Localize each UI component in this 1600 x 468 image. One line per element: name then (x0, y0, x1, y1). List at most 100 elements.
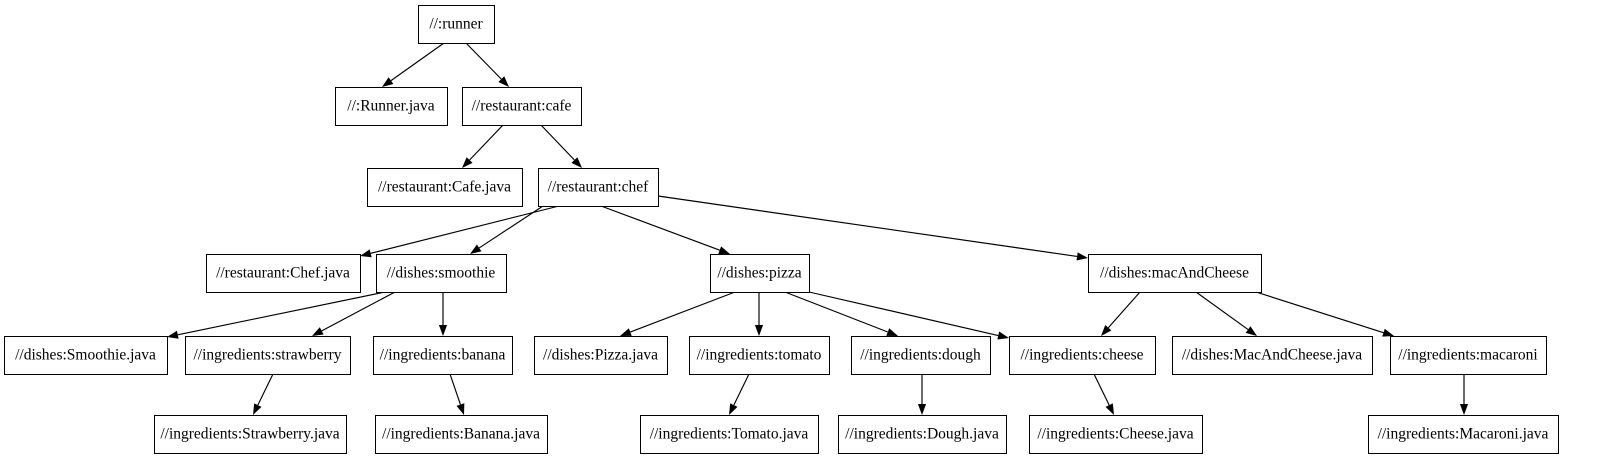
graph-edge (1101, 291, 1141, 336)
graph-edge (1255, 291, 1394, 337)
node-box[interactable] (185, 336, 351, 375)
graph-node-ing_strawberry_java[interactable]: //ingredients:Strawberry.java (154, 415, 347, 454)
node-label: //dishes:smoothie (387, 265, 496, 282)
node-box[interactable] (640, 415, 819, 454)
graph-edge (449, 373, 465, 415)
node-label: //dishes:Pizza.java (543, 347, 658, 364)
node-label: //dishes:macAndCheese (1100, 265, 1249, 282)
node-label: //ingredients:Tomato.java (650, 426, 809, 443)
node-box[interactable] (462, 87, 582, 126)
node-label: //ingredients:Macaroni.java (1378, 426, 1549, 443)
graph-node-ing_tomato_java[interactable]: //ingredients:Tomato.java (640, 415, 819, 454)
node-box[interactable] (1009, 336, 1156, 375)
node-label: //ingredients:strawberry (193, 347, 341, 364)
graph-edge (382, 42, 445, 87)
node-box[interactable] (710, 254, 810, 293)
arrow-head-icon (1076, 252, 1088, 261)
graph-node-restaurant_cafe_java[interactable]: //restaurant:Cafe.java (367, 168, 523, 207)
graph-node-ing_tomato[interactable]: //ingredients:tomato (689, 336, 830, 375)
node-label: //dishes:MacAndCheese.java (1182, 347, 1362, 364)
arrow-head-icon (312, 327, 324, 336)
node-label: //ingredients:cheese (1020, 347, 1143, 364)
graph-node-runner_java[interactable]: //:Runner.java (335, 87, 448, 126)
graph-edge (729, 373, 750, 415)
graph-node-dishes_macandcheese[interactable]: //dishes:macAndCheese (1088, 254, 1262, 293)
node-box[interactable] (1390, 336, 1547, 375)
graph-node-dishes_pizza[interactable]: //dishes:pizza (710, 254, 810, 293)
graph-node-ing_macaroni_java[interactable]: //ingredients:Macaroni.java (1368, 415, 1559, 454)
arrow-head-icon (456, 403, 465, 415)
graph-edge (1093, 373, 1114, 415)
arrow-head-icon (1459, 404, 1469, 415)
graph-edge (540, 124, 582, 168)
arrow-head-icon (1101, 325, 1112, 336)
graph-node-restaurant_chef[interactable]: //restaurant:chef (538, 168, 659, 207)
arrow-head-icon (1382, 328, 1394, 337)
node-box[interactable] (1088, 254, 1262, 293)
node-box[interactable] (206, 254, 361, 293)
node-label: //restaurant:cafe (472, 98, 572, 115)
node-box[interactable] (838, 415, 1007, 454)
graph-node-ing_banana_java[interactable]: //ingredients:Banana.java (375, 415, 548, 454)
node-label: //:Runner.java (347, 98, 435, 115)
node-box[interactable] (154, 415, 347, 454)
graph-edge (1195, 291, 1257, 336)
node-box[interactable] (538, 168, 659, 207)
arrow-head-icon (729, 403, 738, 415)
arrow-head-icon (718, 246, 730, 255)
arrow-head-icon (571, 157, 582, 168)
node-box[interactable] (335, 87, 448, 126)
arrow-head-icon (167, 330, 179, 339)
arrow-head-icon (886, 328, 898, 336)
graph-edge (465, 42, 509, 87)
node-box[interactable] (1029, 415, 1203, 454)
node-label: //dishes:Smoothie.java (15, 347, 156, 364)
graph-node-ing_macaroni[interactable]: //ingredients:macaroni (1390, 336, 1547, 375)
node-label: //dishes:pizza (717, 265, 801, 282)
graph-node-dishes_smoothie[interactable]: //dishes:smoothie (376, 254, 507, 293)
arrow-head-icon (470, 244, 482, 254)
node-label: //restaurant:Chef.java (216, 265, 350, 282)
node-box[interactable] (1172, 336, 1373, 375)
arrow-head-icon (253, 403, 262, 415)
graph-edge (657, 195, 1088, 261)
graph-node-ing_dough_java[interactable]: //ingredients:Dough.java (838, 415, 1007, 454)
node-box[interactable] (1368, 415, 1559, 454)
node-box[interactable] (373, 336, 513, 375)
graph-edge (360, 205, 560, 258)
node-box[interactable] (367, 168, 523, 207)
node-label: //ingredients:banana (380, 347, 506, 364)
graph-node-runner[interactable]: //:runner (418, 5, 495, 44)
graph-node-ing_dough[interactable]: //ingredients:dough (851, 336, 991, 375)
node-box[interactable] (375, 415, 548, 454)
arrow-head-icon (1245, 326, 1257, 336)
graph-node-dishes_pizza_java[interactable]: //dishes:Pizza.java (534, 336, 668, 375)
node-box[interactable] (418, 5, 495, 44)
graph-node-restaurant_cafe[interactable]: //restaurant:cafe (462, 87, 582, 126)
node-label: //ingredients:tomato (697, 347, 822, 364)
graph-node-ing_strawberry[interactable]: //ingredients:strawberry (185, 336, 351, 375)
node-box[interactable] (4, 336, 168, 375)
node-label: //ingredients:macaroni (1398, 347, 1538, 364)
node-box[interactable] (851, 336, 991, 375)
graph-edge (917, 374, 927, 415)
graph-node-dishes_smoothie_java[interactable]: //dishes:Smoothie.java (4, 336, 168, 375)
graph-node-restaurant_chef_java[interactable]: //restaurant:Chef.java (206, 254, 361, 293)
arrow-head-icon (997, 331, 1009, 340)
node-box[interactable] (689, 336, 830, 375)
node-box[interactable] (376, 254, 507, 293)
graph-node-ing_cheese_java[interactable]: //ingredients:Cheese.java (1029, 415, 1203, 454)
arrow-head-icon (917, 404, 927, 415)
graph-node-ing_cheese[interactable]: //ingredients:cheese (1009, 336, 1156, 375)
node-box[interactable] (534, 336, 668, 375)
graph-node-ing_banana[interactable]: //ingredients:banana (373, 336, 513, 375)
graph-node-dishes_macandcheese_java[interactable]: //dishes:MacAndCheese.java (1172, 336, 1373, 375)
graph-edge (438, 292, 448, 336)
arrow-head-icon (1105, 403, 1114, 415)
graph-edge (600, 205, 730, 255)
node-label: //restaurant:Cafe.java (378, 179, 511, 196)
arrow-head-icon (620, 328, 632, 336)
node-label: //ingredients:Cheese.java (1037, 426, 1193, 443)
node-label: //ingredients:dough (860, 347, 981, 364)
